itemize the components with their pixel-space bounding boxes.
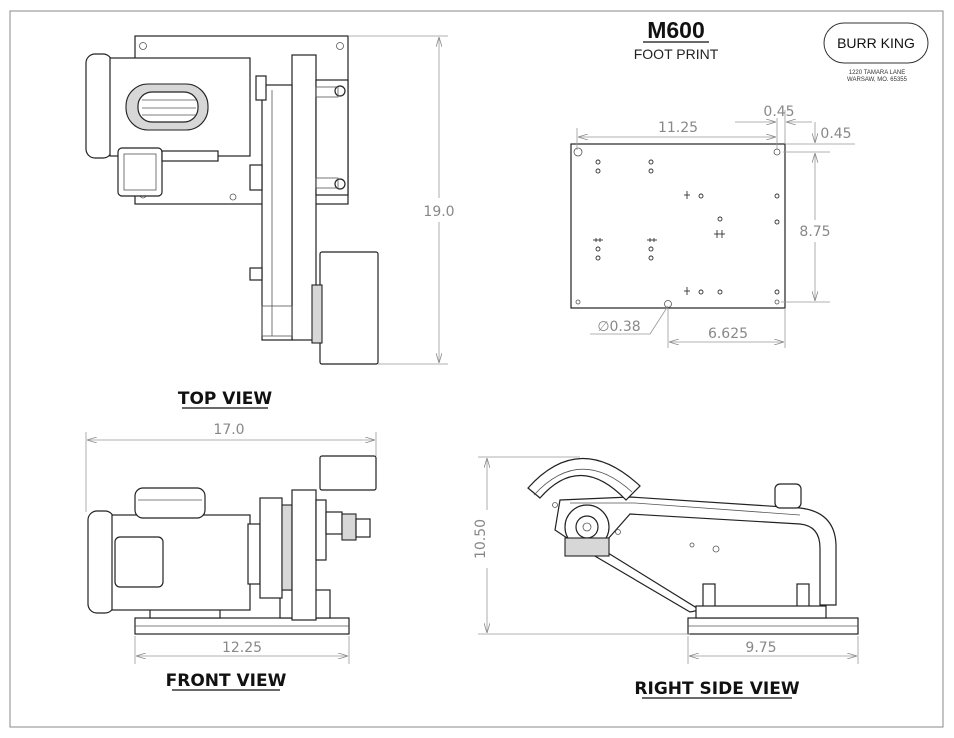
footprint-dim-offset-y: 0.45 <box>820 126 851 142</box>
top-view-label: TOP VIEW <box>178 389 273 409</box>
front-view-dim-base: 12.25 <box>222 640 262 656</box>
sheet-border <box>9 10 944 728</box>
front-view-dims: 17.0 12.25 <box>85 422 377 664</box>
front-view-drawing <box>87 455 377 635</box>
top-view-dim-19: 19.0 <box>348 35 455 365</box>
right-side-dim-height: 10.50 <box>473 519 489 559</box>
footprint-drawing <box>570 143 786 309</box>
front-view-label: FRONT VIEW <box>166 671 287 691</box>
model-title: M600 <box>647 17 705 43</box>
footprint-dim-hole-pos: 6.625 <box>708 326 748 342</box>
footprint-dim-offset-x: 0.45 <box>763 104 794 120</box>
footprint-dim-width: 11.25 <box>658 120 698 136</box>
address-line-2: WARSAW, MO. 65355 <box>847 77 908 83</box>
footprint-dim-height: 8.75 <box>799 224 830 240</box>
title-block: M600 FOOT PRINT BURR KING 1220 TAMARA LA… <box>634 17 929 83</box>
footprint-dim-hole: ∅0.38 <box>597 319 640 335</box>
brand-logo: BURR KING <box>823 22 929 64</box>
right-side-view-label: RIGHT SIDE VIEW <box>634 679 799 699</box>
model-subtitle: FOOT PRINT <box>634 46 719 62</box>
brand-name: BURR KING <box>837 35 915 51</box>
right-side-dim-base: 9.75 <box>745 640 776 656</box>
front-view-dim-width: 17.0 <box>213 422 244 438</box>
right-side-view-dims: 10.50 9.75 <box>473 456 859 664</box>
right-side-view-drawing <box>527 457 859 635</box>
top-view-drawing <box>85 35 379 365</box>
address-line-1: 1220 TAMARA LANE <box>849 70 905 76</box>
footprint-dims: 11.25 0.45 0.45 8.75 ∅0.38 6.625 <box>576 104 855 348</box>
top-view-dim-overall: 19.0 <box>423 204 454 220</box>
